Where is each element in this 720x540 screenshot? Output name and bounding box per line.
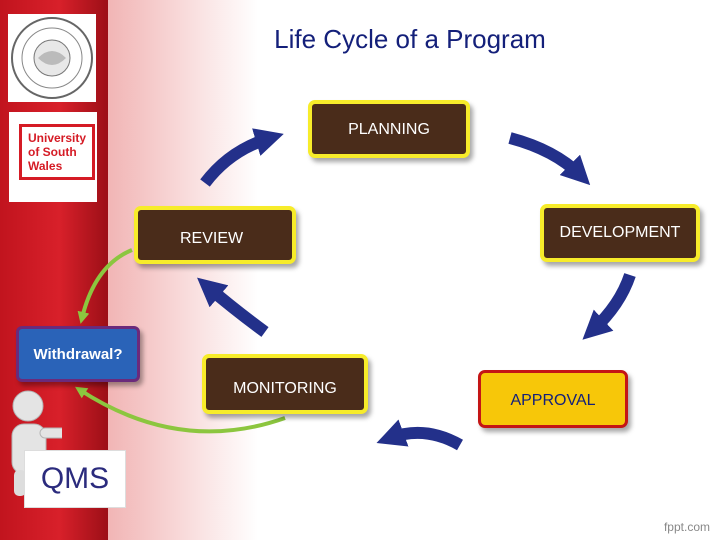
stage-approval: APPROVAL	[478, 370, 628, 428]
footer-brand: fppt.com	[663, 520, 710, 534]
usw-logo: University of South Wales	[9, 112, 97, 202]
arrow-planning-to-development	[508, 132, 591, 186]
background-fade	[108, 0, 258, 540]
arrow-approval-to-monitoring	[376, 419, 463, 451]
stage-planning: PLANNING	[308, 100, 470, 158]
qms-card: QMS	[24, 450, 126, 508]
green-arrow-review-to-withdrawal	[77, 248, 133, 324]
arrow-review-to-planning	[200, 128, 284, 187]
slide-title: Life Cycle of a Program	[274, 24, 546, 54]
usw-logo-line2: of South	[28, 145, 77, 159]
arrow-monitoring-to-review	[197, 277, 269, 337]
withdrawal-box: Withdrawal?	[16, 326, 140, 382]
university-seal-logo	[8, 14, 96, 102]
green-arrow-monitoring-to-withdrawal	[74, 386, 286, 434]
arrow-development-to-approval	[582, 272, 636, 340]
stage-monitoring: MONITORING	[202, 354, 368, 414]
usw-logo-line1: University	[28, 131, 87, 145]
stage-development: DEVELOPMENT	[540, 204, 700, 262]
usw-logo-line3: Wales	[28, 159, 63, 173]
person-figure-icon	[11, 390, 62, 496]
stage-review: REVIEW	[134, 206, 296, 264]
